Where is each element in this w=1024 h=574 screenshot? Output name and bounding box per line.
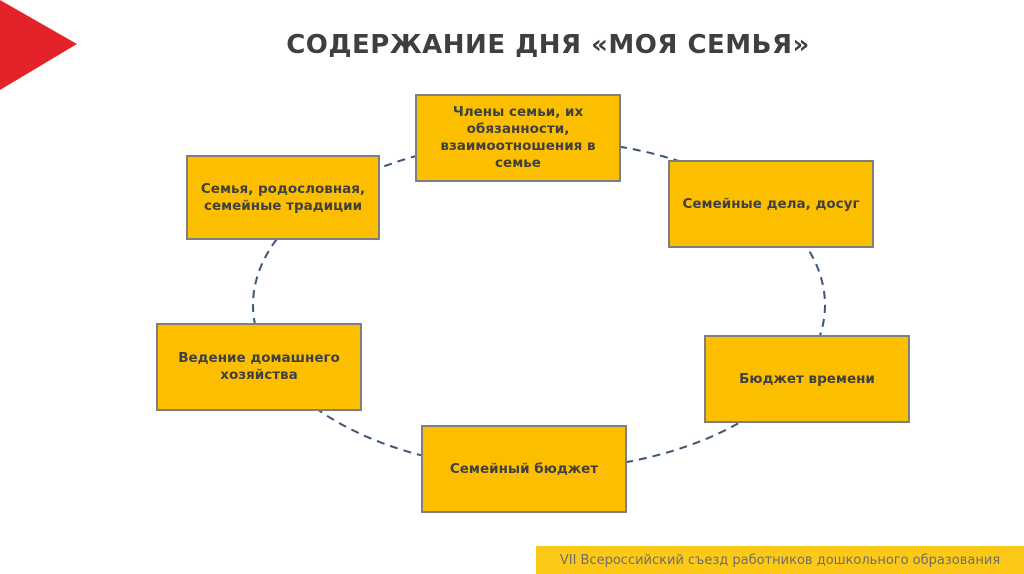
node-family-budget: Семейный бюджет (421, 425, 627, 513)
page-title: СОДЕРЖАНИЕ ДНЯ «МОЯ СЕМЬЯ» (286, 30, 810, 60)
red-triangle-decoration (0, 0, 77, 90)
node-family-genealogy: Семья, родословная, семейные традиции (186, 155, 380, 240)
node-housekeeping: Ведение домашнего хозяйства (156, 323, 362, 411)
node-family-affairs: Семейные дела, досуг (668, 160, 874, 248)
node-time-budget: Бюджет времени (704, 335, 910, 423)
footer-banner: VII Всероссийский съезд работников дошко… (536, 546, 1024, 574)
node-family-members: Члены семьи, их обязанности, взаимоотнош… (415, 94, 621, 182)
